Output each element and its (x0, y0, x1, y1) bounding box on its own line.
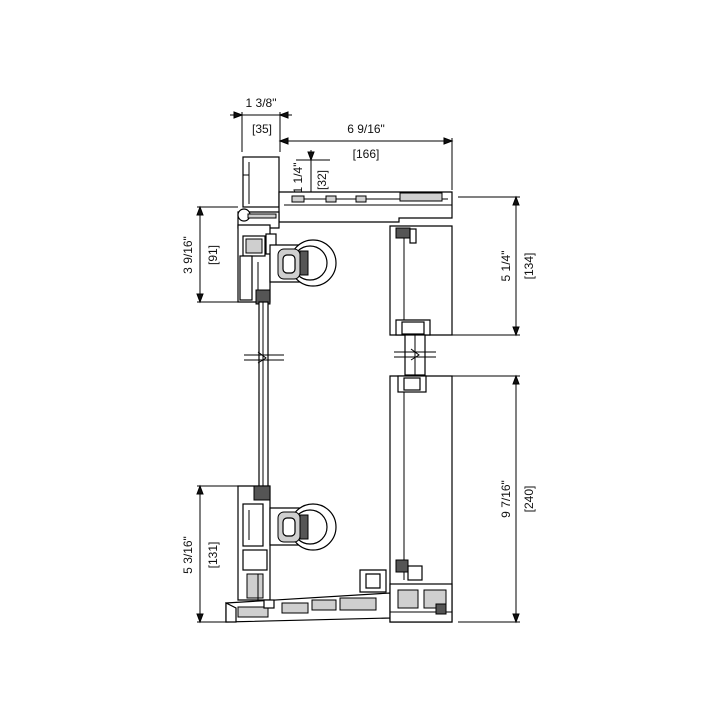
dim-right-upper-imperial: 5 1/4" (499, 251, 513, 282)
dim-left-lower-imperial: 5 3/16" (181, 536, 195, 574)
dim-top-right-metric: [166] (353, 147, 380, 161)
dim-small-imperial: 1 1/4" (291, 163, 305, 194)
dim-left-upper-imperial: 3 9/16" (181, 236, 195, 274)
dim-right-lower-metric: [240] (522, 486, 536, 513)
dimension-labels: 1 3/8" [35] 6 9/16" [166] 1 1/4" [32] 3 … (181, 96, 536, 574)
dim-top-left-imperial: 1 3/8" (246, 96, 277, 110)
dimension-lines (196, 111, 520, 624)
dim-top-left-metric: [35] (252, 122, 272, 136)
dim-left-upper-metric: [91] (206, 245, 220, 265)
dim-top-right-imperial: 6 9/16" (347, 122, 385, 136)
left-sash-frame (237, 224, 284, 605)
right-fixed-panel (389, 225, 453, 623)
roller-lower (269, 503, 337, 551)
dim-left-lower-metric: [131] (206, 542, 220, 569)
dim-right-upper-metric: [134] (522, 253, 536, 280)
head-track (237, 156, 453, 229)
roller-upper (269, 239, 337, 287)
sill-track (225, 569, 453, 623)
dim-small-metric: [32] (315, 170, 329, 190)
dim-right-lower-imperial: 9 7/16" (499, 480, 513, 518)
